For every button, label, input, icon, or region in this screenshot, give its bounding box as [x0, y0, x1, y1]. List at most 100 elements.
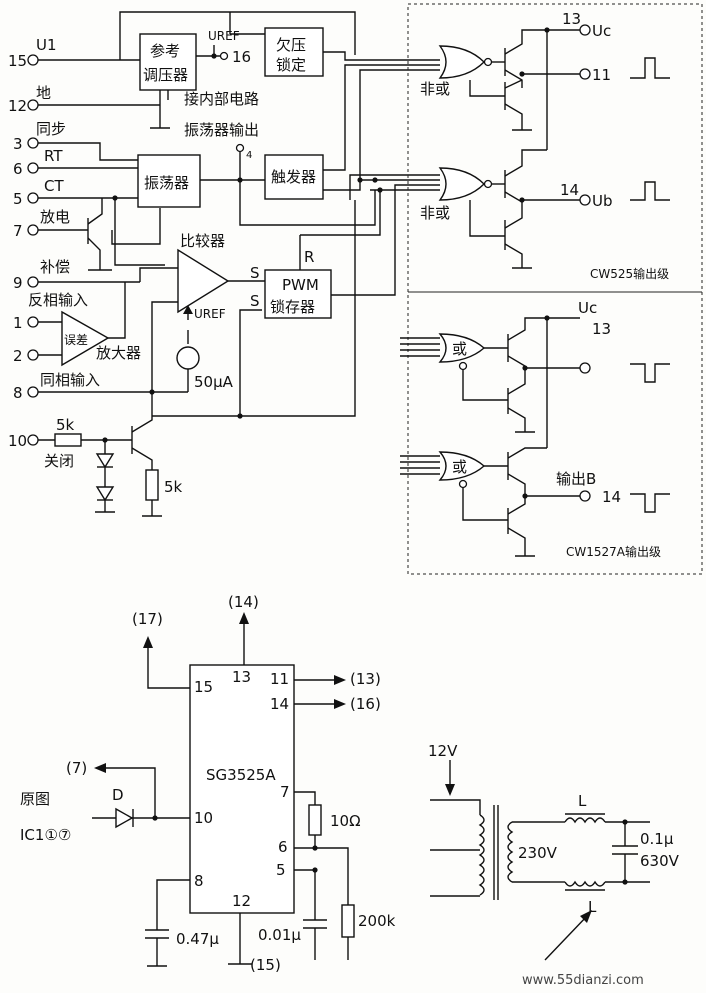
uvlo-line2: 锁定	[276, 56, 306, 74]
comparator-block	[177, 248, 230, 314]
pin-11: 11	[592, 66, 611, 84]
nor-label-2: 非或	[420, 204, 450, 222]
pin-15: 15	[8, 52, 27, 70]
sync-label: 同步	[36, 120, 66, 138]
s-label-2: S	[250, 292, 260, 310]
ref-reg-line2: 调压器	[143, 66, 188, 84]
to-7: (7)	[66, 759, 87, 777]
cap1-label: 0.1μ	[640, 830, 674, 848]
comp-label: 补偿	[40, 258, 70, 276]
transformer-labels: 12V 230V L L 0.1μ 630V	[428, 742, 680, 916]
c047-label: 0.47μ	[176, 930, 219, 948]
pin-13-mid: 13	[592, 320, 611, 338]
v230-label: 230V	[518, 844, 558, 862]
r-label: R	[304, 248, 314, 266]
pwm-label: PWM	[282, 276, 319, 294]
ub-label: Ub	[592, 192, 613, 210]
cw525-labels: 13 Uc 11 非或 14 Ub 非或 CW525输出级	[420, 10, 669, 281]
pin-9: 9	[13, 274, 23, 292]
diode-label: D	[112, 786, 124, 804]
to-16: (16)	[350, 695, 381, 713]
oscillator-label: 振荡器	[144, 174, 189, 192]
chip-pin-12: 12	[232, 892, 251, 910]
u1-label: U1	[36, 36, 57, 54]
to-13: (13)	[350, 670, 381, 688]
s-label-1: S	[250, 264, 260, 282]
noninv-input-label: 同相输入	[40, 371, 100, 389]
uref-label: UREF	[208, 29, 240, 43]
left-pin-labels: U1 15 地 12 同步 3 RT 6 CT 5 放电 7 补偿 9 反相输入…	[8, 36, 100, 470]
osc-out-label: 振荡器输出	[184, 121, 259, 139]
or-label-2: 或	[452, 458, 467, 476]
chip-pin-13: 13	[232, 668, 251, 686]
chip-pin-8: 8	[194, 872, 204, 890]
rt-label: RT	[44, 147, 63, 165]
out-b-label: 输出B	[556, 470, 596, 488]
c001-label: 0.01μ	[258, 926, 301, 944]
watermark: www.55dianzi.com	[522, 973, 644, 988]
error-amp-line1: 误差	[64, 333, 88, 347]
pin-7: 7	[13, 222, 23, 240]
gnd-label: 地	[36, 84, 51, 102]
r10-label: 10Ω	[330, 812, 361, 830]
discharge-label: 放电	[40, 208, 70, 226]
uc-label-2: Uc	[578, 299, 597, 317]
chip-pin-14: 14	[270, 695, 289, 713]
pin-14-top: 14	[560, 181, 579, 199]
inv-input-label: 反相输入	[28, 291, 88, 309]
ic-label: IC1①⑦	[20, 826, 71, 844]
shutdown-label: 关闭	[44, 452, 74, 470]
pin-12: 12	[8, 97, 27, 115]
l-bot-label: L	[588, 898, 597, 916]
error-amp-line2: 放大器	[96, 344, 141, 362]
ref-regulator-block	[139, 33, 197, 91]
pwm-latch-block	[264, 269, 332, 319]
ct-label: CT	[44, 177, 64, 195]
chip-pin-15: 15	[194, 678, 213, 696]
latch-label: 锁存器	[270, 298, 315, 316]
chip-pin-6: 6	[278, 838, 288, 856]
pin-10: 10	[8, 432, 27, 450]
to-14: (14)	[228, 593, 259, 611]
cw1527a-caption: CW1527A输出级	[566, 544, 661, 559]
internal-circuit-label: 接内部电路	[184, 90, 259, 108]
uvlo-block	[264, 27, 324, 77]
pin-8: 8	[13, 384, 23, 402]
cw525-caption: CW525输出级	[590, 266, 669, 281]
application-labels: SG3525A 15 13 11 14 10 7 6 5 8 12 (17) (…	[20, 593, 396, 974]
pin-5: 5	[13, 190, 23, 208]
l-top-label: L	[578, 792, 587, 810]
to-17: (17)	[132, 610, 163, 628]
oscillator-block	[137, 154, 201, 208]
trigger-block	[264, 154, 324, 200]
internal-labels: UREF 16 接内部电路 振荡器输出 4 S S R UREF 50μA 5k…	[56, 29, 314, 496]
pin-14-mid: 14	[602, 488, 621, 506]
uvlo-line1: 欠压	[276, 36, 306, 54]
pin-4: 4	[246, 150, 252, 161]
v12-label: 12V	[428, 742, 458, 760]
r5k-label-a: 5k	[56, 416, 75, 434]
uref-label-2: UREF	[194, 307, 226, 321]
chip-pin-11: 11	[270, 670, 289, 688]
chip-name: SG3525A	[206, 766, 276, 784]
sg3525a-chip	[189, 664, 295, 914]
comparator-label: 比较器	[180, 232, 225, 250]
pin-16: 16	[232, 48, 251, 66]
pin-6: 6	[13, 160, 23, 178]
pin-13-top: 13	[562, 10, 581, 28]
or-label-1: 或	[452, 340, 467, 358]
chip-pin-5: 5	[276, 861, 286, 879]
pin-3: 3	[13, 135, 23, 153]
current-source-label: 50μA	[194, 373, 234, 391]
cw1527a-labels: Uc 13 或 或 输出B 14 CW1527A输出级	[452, 299, 661, 559]
chip-pin-7: 7	[280, 783, 290, 801]
pin-2: 2	[13, 347, 23, 365]
nor-label-1: 非或	[420, 80, 450, 98]
chip-pin-10: 10	[194, 809, 213, 827]
cap2-label: 630V	[640, 852, 680, 870]
r5k-label-b: 5k	[164, 478, 183, 496]
orig-label: 原图	[20, 790, 50, 808]
ref-reg-line1: 参考	[150, 42, 180, 60]
